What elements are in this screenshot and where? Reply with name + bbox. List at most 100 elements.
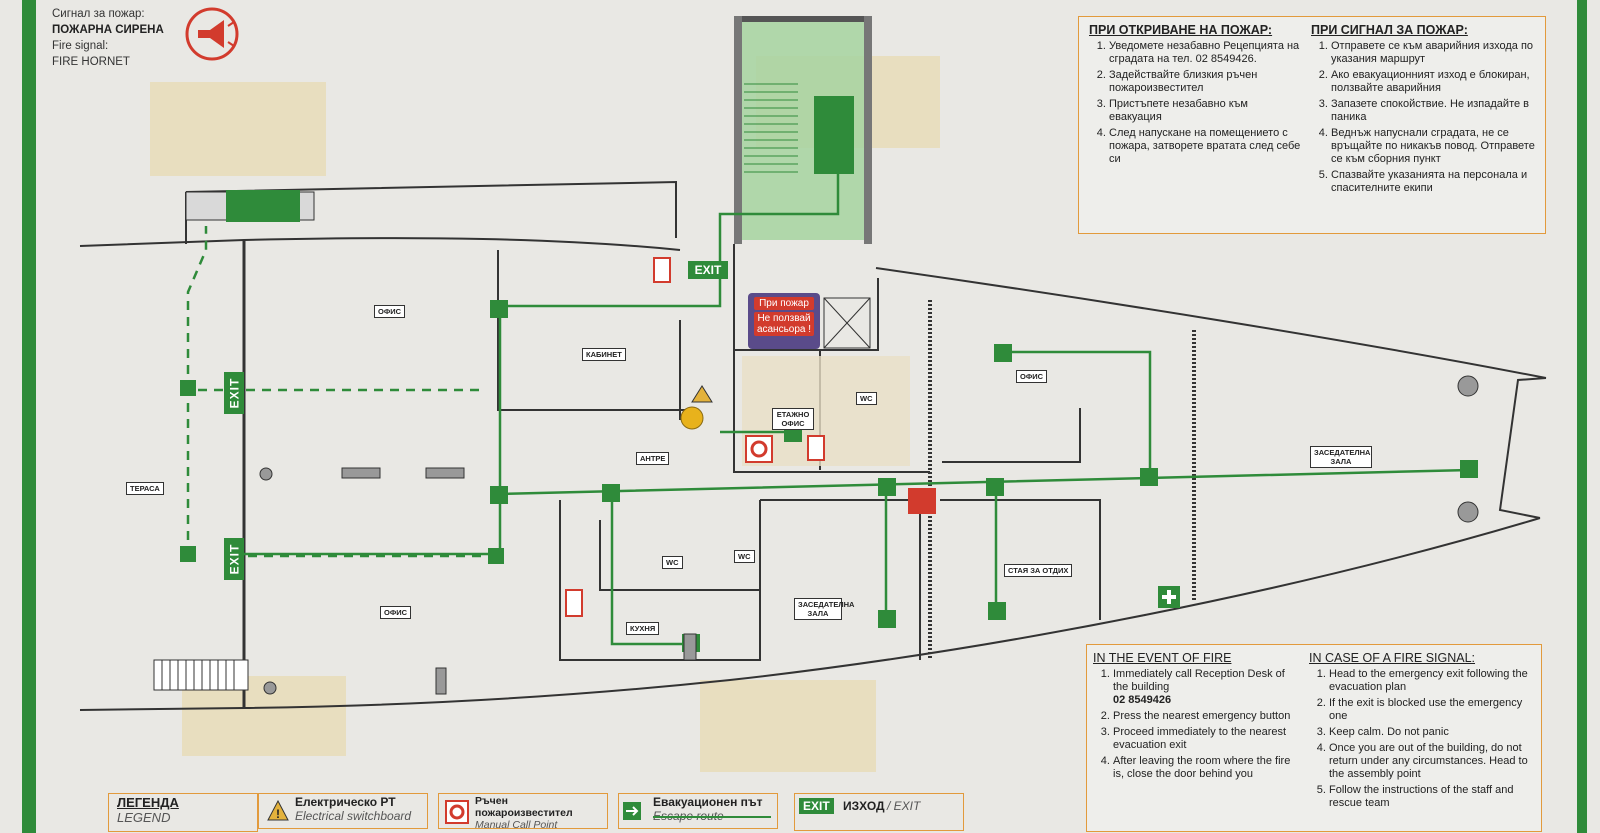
room-label-terrace: ТЕРАСА bbox=[126, 482, 164, 495]
frame-border-left bbox=[22, 0, 36, 833]
tape-strip bbox=[150, 82, 326, 176]
fire-signal-label-en: Fire signal: bbox=[52, 40, 109, 52]
room-label-office: ОФИС bbox=[374, 305, 406, 318]
legend-route-cell: Евакуационен път Escape route bbox=[618, 793, 778, 829]
legend-title-bg: ЛЕГЕНДА bbox=[117, 795, 179, 810]
list-item: Уведомете незабавно Рецепцията на сграда… bbox=[1109, 40, 1301, 66]
list-item: Head to the emergency exit following the… bbox=[1329, 668, 1537, 694]
list-item: Once you are out of the building, do not… bbox=[1329, 742, 1537, 781]
legend-callpoint-en: Manual Call Point bbox=[475, 819, 558, 831]
manual-call-point-ring bbox=[750, 440, 768, 458]
emergency-exit-sign bbox=[226, 190, 300, 222]
fire-extinguisher-icons bbox=[565, 257, 936, 617]
stair-steps bbox=[744, 83, 798, 173]
exit-sign-text: EXIT bbox=[227, 377, 242, 409]
fire-signal-name-en: FIRE HORNET bbox=[52, 56, 130, 68]
legend-exit-sign: EXIT bbox=[799, 798, 834, 814]
legend-title-cell: ЛЕГЕНДА LEGEND bbox=[108, 793, 258, 832]
instructions-bg-box: ПРИ ОТКРИВАНЕ НА ПОЖАР: Уведомете незаба… bbox=[1078, 16, 1546, 234]
exit-sign: EXIT bbox=[224, 538, 244, 580]
list-item: Immediately call Reception Desk of the b… bbox=[1113, 668, 1299, 707]
list-item-text: Immediately call Reception Desk of the b… bbox=[1113, 668, 1285, 693]
legend-exit-en: EXIT bbox=[893, 799, 921, 813]
you-are-here-marker bbox=[680, 406, 704, 430]
exit-sign: EXIT bbox=[688, 261, 728, 279]
wall bbox=[734, 16, 742, 244]
list-item: Отправете се към аварийния изхода по ука… bbox=[1331, 40, 1539, 66]
elevator-warning-sign: При пожар Не ползвай асансьора ! bbox=[748, 293, 820, 349]
fire-instructions-title-en: IN THE EVENT OF FIRE bbox=[1093, 651, 1232, 665]
room-label-wc: WC bbox=[734, 550, 755, 563]
elevator-warning-line2: Не ползвай асансьора ! bbox=[754, 312, 814, 336]
legend-switchboard-bg: Електрическо РТ bbox=[295, 795, 396, 809]
legend-callpoint-cell: Ръчен пожароизвестител Manual Call Point bbox=[438, 793, 608, 831]
manual-call-point-icon bbox=[745, 435, 773, 463]
first-aid-cross bbox=[1162, 595, 1176, 599]
room-label-floor-office: ЕТАЖНО ОФИС bbox=[772, 408, 814, 430]
elevator-warning-line1: При пожар bbox=[754, 297, 814, 310]
exit-sign: EXIT bbox=[224, 372, 244, 414]
fire-instructions-list-bg: Уведомете незабавно Рецепцията на сграда… bbox=[1089, 40, 1301, 166]
room-label-kitchen: КУХНЯ bbox=[626, 622, 660, 635]
wall bbox=[864, 16, 872, 244]
room-label-office-right: ОФИС bbox=[1016, 370, 1048, 383]
svg-text:!: ! bbox=[276, 807, 280, 821]
list-item: Пристъпете незабавно към евакуация bbox=[1109, 98, 1301, 124]
room-label-office-bottom: ОФИС bbox=[380, 606, 412, 619]
frame-border-right bbox=[1577, 0, 1587, 833]
legend-switchboard-en: Electrical switchboard bbox=[295, 809, 412, 823]
room-label-meeting-hall: ЗАСЕДАТЕЛНА ЗАЛА bbox=[1310, 446, 1372, 468]
list-item: Задействайте близкия ръчен пожароизвести… bbox=[1109, 69, 1301, 95]
exit-sign-text: EXIT bbox=[694, 263, 722, 277]
room-label-cabinet: КАБИНЕТ bbox=[582, 348, 626, 361]
legend-route-bg: Евакуационен път bbox=[653, 795, 763, 809]
list-item: Keep calm. Do not panic bbox=[1329, 726, 1537, 739]
staircase-exit-sign bbox=[814, 96, 854, 174]
fire-instructions-title-bg: ПРИ ОТКРИВАНЕ НА ПОЖАР: bbox=[1089, 23, 1273, 37]
electrical-switchboard-icon: ! bbox=[267, 800, 289, 821]
list-item: Follow the instructions of the staff and… bbox=[1329, 784, 1537, 810]
bottom-stairs bbox=[153, 659, 249, 691]
signal-instructions-title-bg: ПРИ СИГНАЛ ЗА ПОЖАР: bbox=[1311, 23, 1468, 37]
reception-phone: 02 8549426 bbox=[1113, 694, 1172, 706]
manual-call-point-icon bbox=[445, 800, 469, 824]
list-item: Proceed immediately to the nearest evacu… bbox=[1113, 726, 1299, 752]
legend-route-line bbox=[653, 816, 771, 818]
elevator-shaft-cross bbox=[823, 297, 871, 349]
signal-instructions-list-en: Head to the emergency exit following the… bbox=[1309, 668, 1537, 810]
legend-callpoint-bg: Ръчен пожароизвестител bbox=[475, 795, 573, 819]
legend-exit-cell: EXIT ИЗХОД / EXIT bbox=[794, 793, 964, 831]
list-item: If the exit is blocked use the emergency… bbox=[1329, 697, 1537, 723]
legend-title-en: LEGEND bbox=[117, 810, 171, 825]
room-label-meeting-room: ЗАСЕДАТЕЛНА ЗАЛА bbox=[794, 598, 854, 620]
wall bbox=[734, 16, 872, 22]
fire-instructions-list-en: Immediately call Reception Desk of the b… bbox=[1093, 668, 1299, 781]
list-item: След напускане на помещението с пожара, … bbox=[1109, 127, 1301, 166]
electrical-switchboard-icon bbox=[691, 385, 713, 403]
list-item: Запазете спокойствие. Не изпадайте в пан… bbox=[1331, 98, 1539, 124]
list-item: After leaving the room where the fire is… bbox=[1113, 755, 1299, 781]
list-item: Press the nearest emergency button bbox=[1113, 710, 1299, 723]
room-label-antre: АНТРЕ bbox=[636, 452, 670, 465]
fire-signal-name-bg: ПОЖАРНА СИРЕНА bbox=[52, 24, 164, 36]
list-item: Веднъж напуснали сградата, не се връщайт… bbox=[1331, 127, 1539, 166]
legend-exit-bg: ИЗХОД bbox=[843, 799, 885, 813]
room-label-wc: WC bbox=[662, 556, 683, 569]
instructions-en-box: IN THE EVENT OF FIRE Immediately call Re… bbox=[1086, 644, 1542, 832]
signal-instructions-list-bg: Отправете се към аварийния изхода по ука… bbox=[1311, 40, 1539, 195]
signal-instructions-title-en: IN CASE OF A FIRE SIGNAL: bbox=[1309, 651, 1476, 665]
list-item: Ако евакуационният изход е блокиран, пол… bbox=[1331, 69, 1539, 95]
fire-signal-block: Сигнал за пожар: ПОЖАРНА СИРЕНА Fire sig… bbox=[52, 6, 164, 70]
exit-sign-text: EXIT bbox=[227, 543, 242, 575]
fire-horn-icon bbox=[185, 7, 239, 61]
legend-switchboard-cell: ! Електрическо РТ Electrical switchboard bbox=[258, 793, 428, 829]
tape-strip bbox=[700, 680, 876, 772]
room-label-wc: WC bbox=[856, 392, 877, 405]
elevator-shaft bbox=[823, 297, 871, 349]
fire-signal-label-bg: Сигнал за пожар: bbox=[52, 8, 145, 20]
list-item: Спазвайте указанията на персонала и спас… bbox=[1331, 169, 1539, 195]
room-label-rest-room: СТАЯ ЗА ОТДИХ bbox=[1004, 564, 1073, 577]
escape-route-arrow-icon bbox=[623, 802, 641, 820]
